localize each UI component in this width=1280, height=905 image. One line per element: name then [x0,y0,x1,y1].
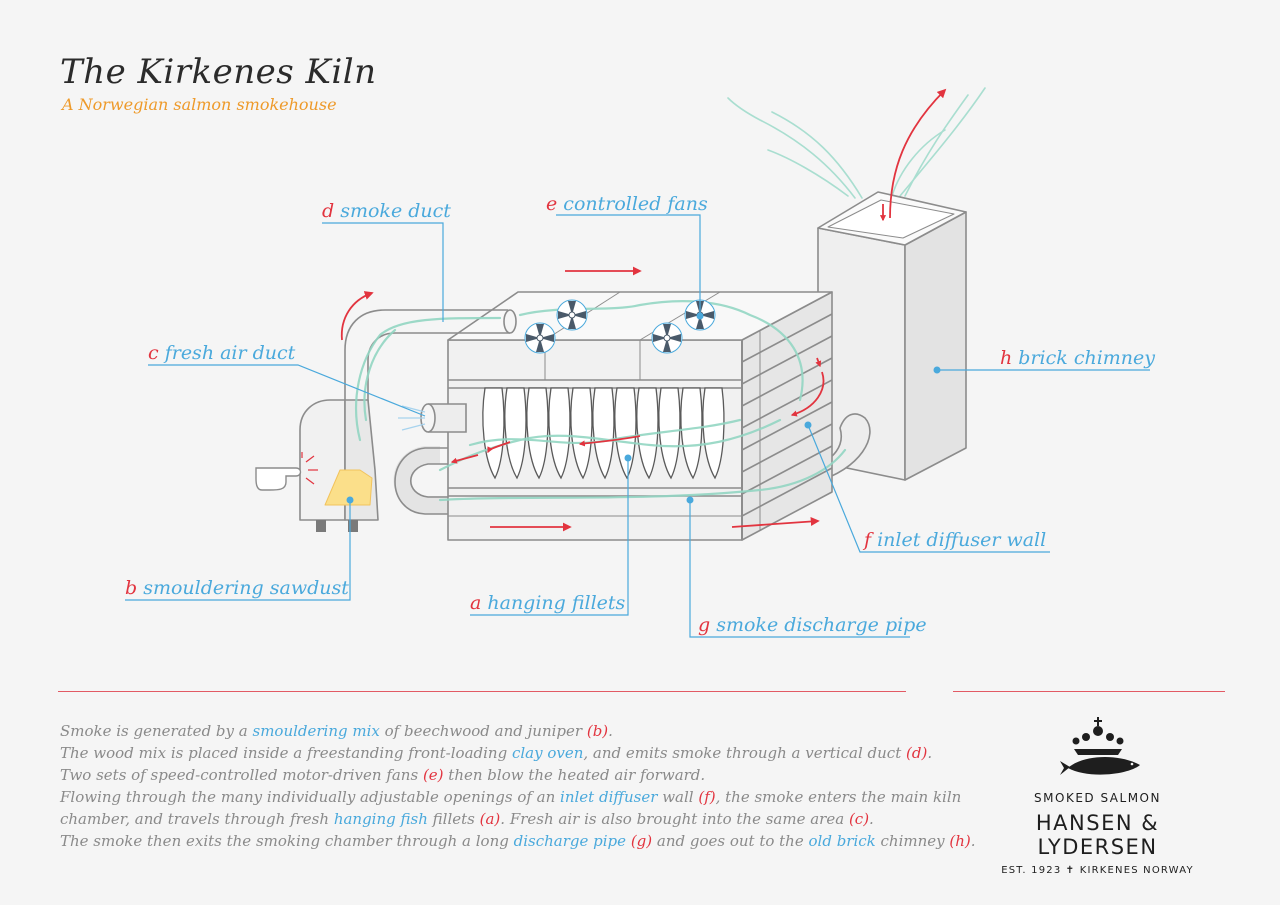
reference-letter: (h) [949,832,971,850]
highlight-term: hanging fish [333,810,428,828]
hanging-fillets [482,387,725,480]
description-line-5: chamber, and travels through fresh hangi… [60,808,940,830]
label-c-text: fresh air duct [164,342,296,364]
reference-letter: (a) [479,810,501,828]
kiln-diagram [125,87,1150,638]
text-span: wall [657,788,699,806]
text-span: chimney [875,832,950,850]
description-line-2: The wood mix is placed inside a freestan… [60,742,940,764]
description-line-4: Flowing through the many individually ad… [60,786,961,808]
description-line-3: Two sets of speed-controlled motor-drive… [60,764,940,786]
label-d-smoke-duct: d smoke duct [322,200,451,222]
label-f-letter: f [864,529,872,551]
divider-right [953,691,1225,692]
text-span: . [927,744,933,762]
label-f-inlet-diffuser-wall: f inlet diffuser wall [864,529,1046,551]
text-span: fillets [427,810,480,828]
crown-icon [1072,717,1123,755]
text-span: Two sets of speed-controlled motor-drive… [60,766,423,784]
text-span: . [869,810,874,828]
fish-icon [1059,757,1140,775]
reference-letter: (c) [848,810,870,828]
text-span: , and emits smoke through a vertical duc… [583,744,906,762]
reference-letter: (f) [698,788,716,806]
text-span: of beechwood and juniper [379,722,587,740]
label-d-text: smoke duct [340,200,451,222]
text-span: The smoke then exits the smoking chamber… [60,832,514,850]
label-h-brick-chimney: h brick chimney [1000,347,1155,369]
text-span: chamber, and travels through fresh [60,810,334,828]
fresh-air-duct [398,403,467,433]
brand-block: SMOKED SALMON HANSEN & LYDERSEN EST. 192… [975,715,1220,876]
label-a-hanging-fillets: a hanging fillets [470,592,625,614]
text-span: , the smoke enters the main kiln [715,788,962,806]
text-span: . Fresh air is also brought into the sam… [500,810,849,828]
highlight-term: smouldering mix [252,722,380,740]
label-h-letter: h [1000,347,1013,369]
text-span: The wood mix is placed inside a freestan… [60,744,512,762]
label-g-text: smoke discharge pipe [716,614,927,636]
crown-over-fish-icon [1059,717,1140,775]
leader-lines [125,214,1150,638]
label-b-smouldering-sawdust: b smouldering sawdust [125,577,349,599]
description-line-6: The smoke then exits the smoking chamber… [60,830,976,852]
reference-letter: (d) [906,744,928,762]
flow-arrow-icon [340,88,947,532]
brand-tagline: SMOKED SALMON [1034,791,1161,805]
highlight-term: discharge pipe [513,832,627,850]
reference-letter: (g) [630,832,653,850]
label-f-text: inlet diffuser wall [877,529,1047,551]
description: Smoke is generated by a smouldering mix … [60,720,976,852]
highlight-term: inlet diffuser [560,788,658,806]
highlight-term: clay oven [511,744,584,762]
text-span: then blow the heated air forward. [443,766,706,784]
reference-letter: (b) [586,722,609,740]
label-g-letter: g [698,614,711,636]
label-a-letter: a [470,592,482,614]
text-span: Flowing through the many individually ad… [60,788,561,806]
leader-dots [346,312,941,504]
clay-oven [299,399,379,532]
label-g-smoke-discharge-pipe: g smoke discharge pipe [698,614,927,636]
label-c-letter: c [148,342,159,364]
brand-established: EST. 1923 ✝ KIRKENES NORWAY [1001,865,1194,876]
text-span: . [608,722,613,740]
chimney-smoke [727,87,986,199]
label-b-letter: b [125,577,138,599]
text-span: . [970,832,976,850]
page-subtitle: A Norwegian salmon smokehouse [62,95,337,114]
divider-left [58,691,906,692]
reference-letter: (e) [422,766,444,784]
label-d-letter: d [322,200,335,222]
page-title: The Kirkenes Kiln [60,52,377,92]
label-h-text: brick chimney [1018,347,1155,369]
pointing-hand-icon [255,452,318,491]
label-b-text: smouldering sawdust [143,577,349,599]
label-c-fresh-air-duct: c fresh air duct [148,342,295,364]
highlight-term: old brick [808,832,876,850]
text-span: Smoke is generated by a [60,722,253,740]
label-e-text: controlled fans [563,193,708,215]
description-line-1: Smoke is generated by a smouldering mix … [60,720,940,742]
label-e-controlled-fans: e controlled fans [546,193,708,215]
brand-name: HANSEN & LYDERSEN [1035,811,1160,859]
text-span: and goes out to the [652,832,809,850]
label-e-letter: e [546,193,558,215]
label-a-text: hanging fillets [487,592,626,614]
brick-chimney [817,191,967,481]
